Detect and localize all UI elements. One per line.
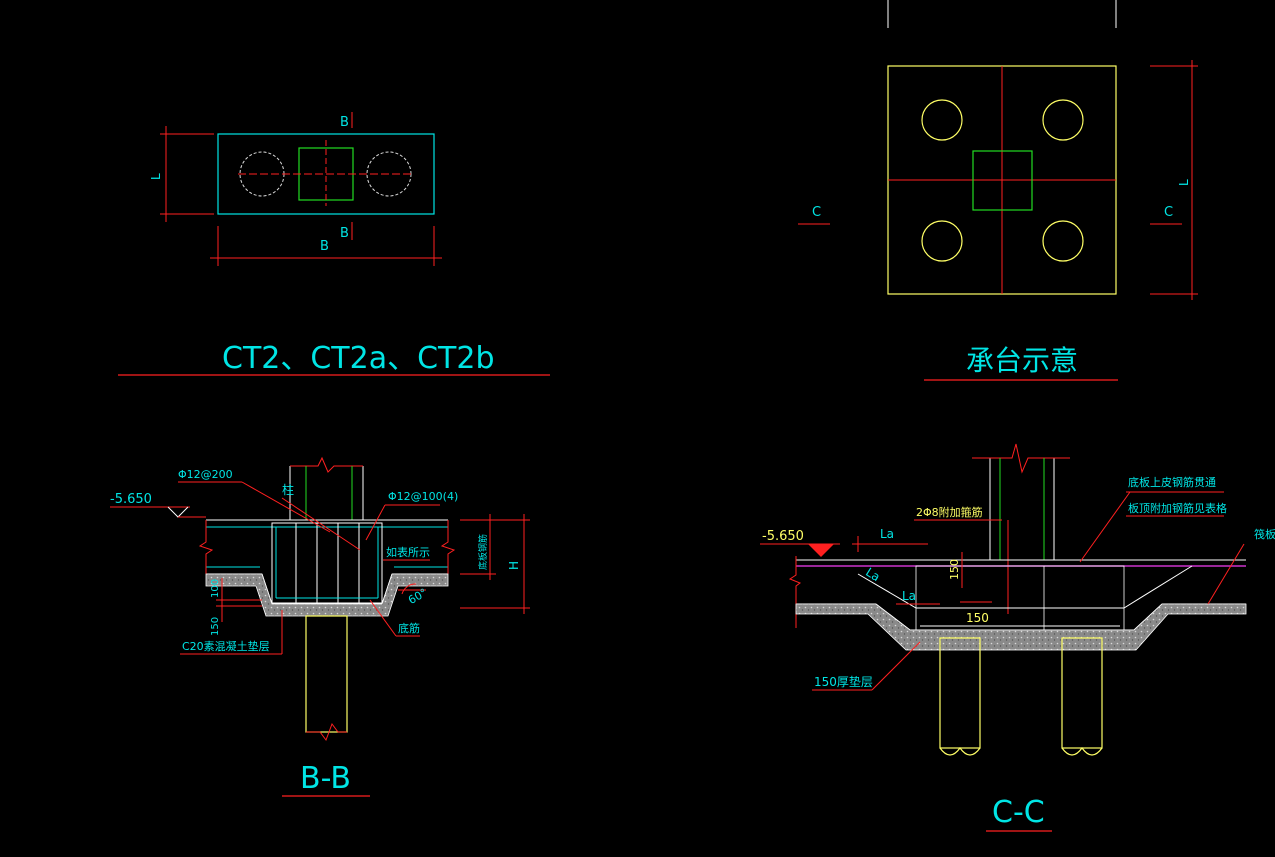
cc-note-1: 底板上皮钢筋贯通 xyxy=(1128,475,1216,489)
cc-title: C-C xyxy=(992,795,1045,830)
cc-note-2: 板顶附加钢筋见表格 xyxy=(1128,501,1227,515)
bb-height: H xyxy=(507,561,521,570)
ct2-section-mark-top: B xyxy=(340,115,349,130)
cap-section-mark-right: C xyxy=(1164,205,1173,220)
cap-section-mark-left: C xyxy=(812,205,821,220)
ct2-title: CT2、CT2a、CT2b xyxy=(222,341,495,376)
ct2-section-mark-bottom: B xyxy=(340,226,349,241)
cap-pile-4 xyxy=(1042,220,1084,262)
section-bb: -5.650 Φ12@200 柱 Φ12@100(4) 如表所示 底板钢筋 H … xyxy=(110,456,530,797)
ct2-dim-l: L xyxy=(149,173,163,180)
cc-cushion: 150厚垫层 xyxy=(814,674,873,689)
bb-bottom-rebar: 底筋 xyxy=(398,621,420,635)
bb-dim-150: 150 xyxy=(210,617,221,636)
bb-dim-100: 100 xyxy=(210,579,221,598)
cc-la-top: La xyxy=(880,527,894,541)
cap-title: 承台示意 xyxy=(966,344,1078,377)
cap-column xyxy=(972,150,1033,211)
cc-dim-150-h: 150 xyxy=(966,611,989,625)
cc-elevation: -5.650 xyxy=(762,529,804,544)
cc-dim-150-v: 150 xyxy=(948,559,961,580)
bb-column-label: 柱 xyxy=(282,482,294,497)
section-cc: -5.650 La La La 150 150 2Φ8附加箍筋 底板上皮钢筋贯通… xyxy=(760,443,1275,832)
plan-cap: C C L 承台示意 xyxy=(798,0,1198,381)
bb-bottom-rebar-side: 底板钢筋 xyxy=(477,534,489,570)
bb-cushion: C20素混凝土垫层 xyxy=(182,639,270,653)
cap-dim-l: L xyxy=(1177,179,1191,186)
ct2-dim-b: B xyxy=(320,239,329,254)
cc-la-bottom: La xyxy=(902,589,916,603)
bb-stirrup: Φ12@100(4) xyxy=(388,490,458,503)
cap-pile-3 xyxy=(921,220,963,262)
cap-pile-1 xyxy=(921,99,963,141)
cc-add-rebar: 2Φ8附加箍筋 xyxy=(916,505,983,519)
bb-angle: 60° xyxy=(406,586,429,607)
bb-as-shown: 如表所示 xyxy=(386,545,430,559)
cap-pile-2 xyxy=(1042,99,1084,141)
cc-slab-label: 筏板 xyxy=(1254,527,1275,541)
bb-rebar-top: Φ12@200 xyxy=(178,468,233,481)
plan-ct2: B B L B CT2、CT2a、CT2b xyxy=(118,112,550,376)
ct2-outline xyxy=(217,133,435,215)
bb-title: B-B xyxy=(300,761,351,796)
cc-la-slope: La xyxy=(863,565,882,584)
bb-elevation: -5.650 xyxy=(110,492,152,507)
